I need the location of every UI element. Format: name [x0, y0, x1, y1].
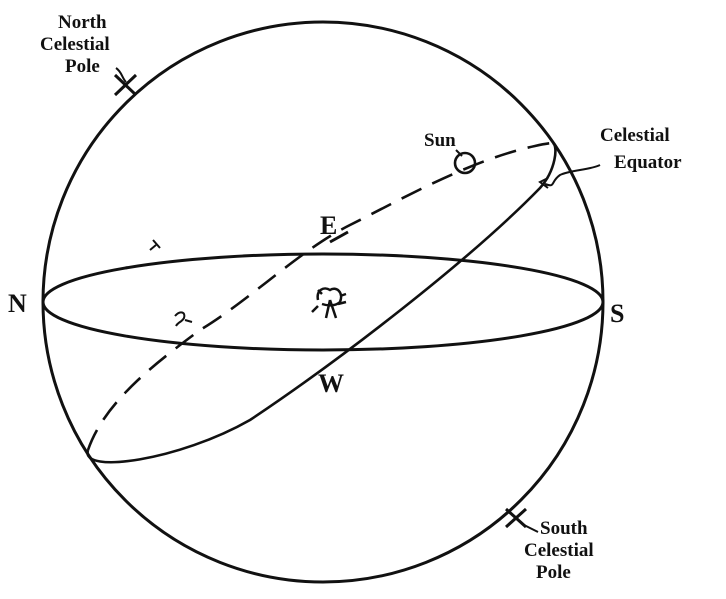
north-label: N — [8, 289, 27, 318]
west-label: W — [318, 369, 344, 398]
svg-text:Pole: Pole — [65, 56, 100, 77]
celestial-equator-label: Celestial Equator — [600, 125, 682, 173]
svg-text:Celestial: Celestial — [40, 34, 110, 55]
scribble-mark — [150, 240, 192, 326]
south-pole-marker — [506, 509, 526, 527]
horizon-ellipse — [43, 254, 603, 350]
svg-text:Equator: Equator — [614, 152, 682, 173]
sun-label: Sun — [424, 130, 456, 151]
south-celestial-pole-label: South Celestial Pole — [524, 518, 594, 583]
celestial-equator-back — [88, 143, 553, 450]
east-label: E — [320, 211, 337, 240]
svg-text:North: North — [58, 12, 107, 33]
celestial-equator-front — [88, 143, 556, 462]
south-label: S — [610, 299, 624, 328]
svg-text:Celestial: Celestial — [600, 125, 670, 146]
svg-text:South: South — [540, 518, 588, 539]
north-pole-marker — [115, 75, 136, 95]
north-celestial-pole-label: North Celestial Pole — [40, 12, 110, 77]
observer-figure-icon — [312, 288, 346, 318]
svg-text:Pole: Pole — [536, 562, 571, 583]
south-pole-pointer — [524, 525, 538, 532]
svg-text:Celestial: Celestial — [524, 540, 594, 561]
celestial-sphere-outline — [43, 22, 603, 582]
